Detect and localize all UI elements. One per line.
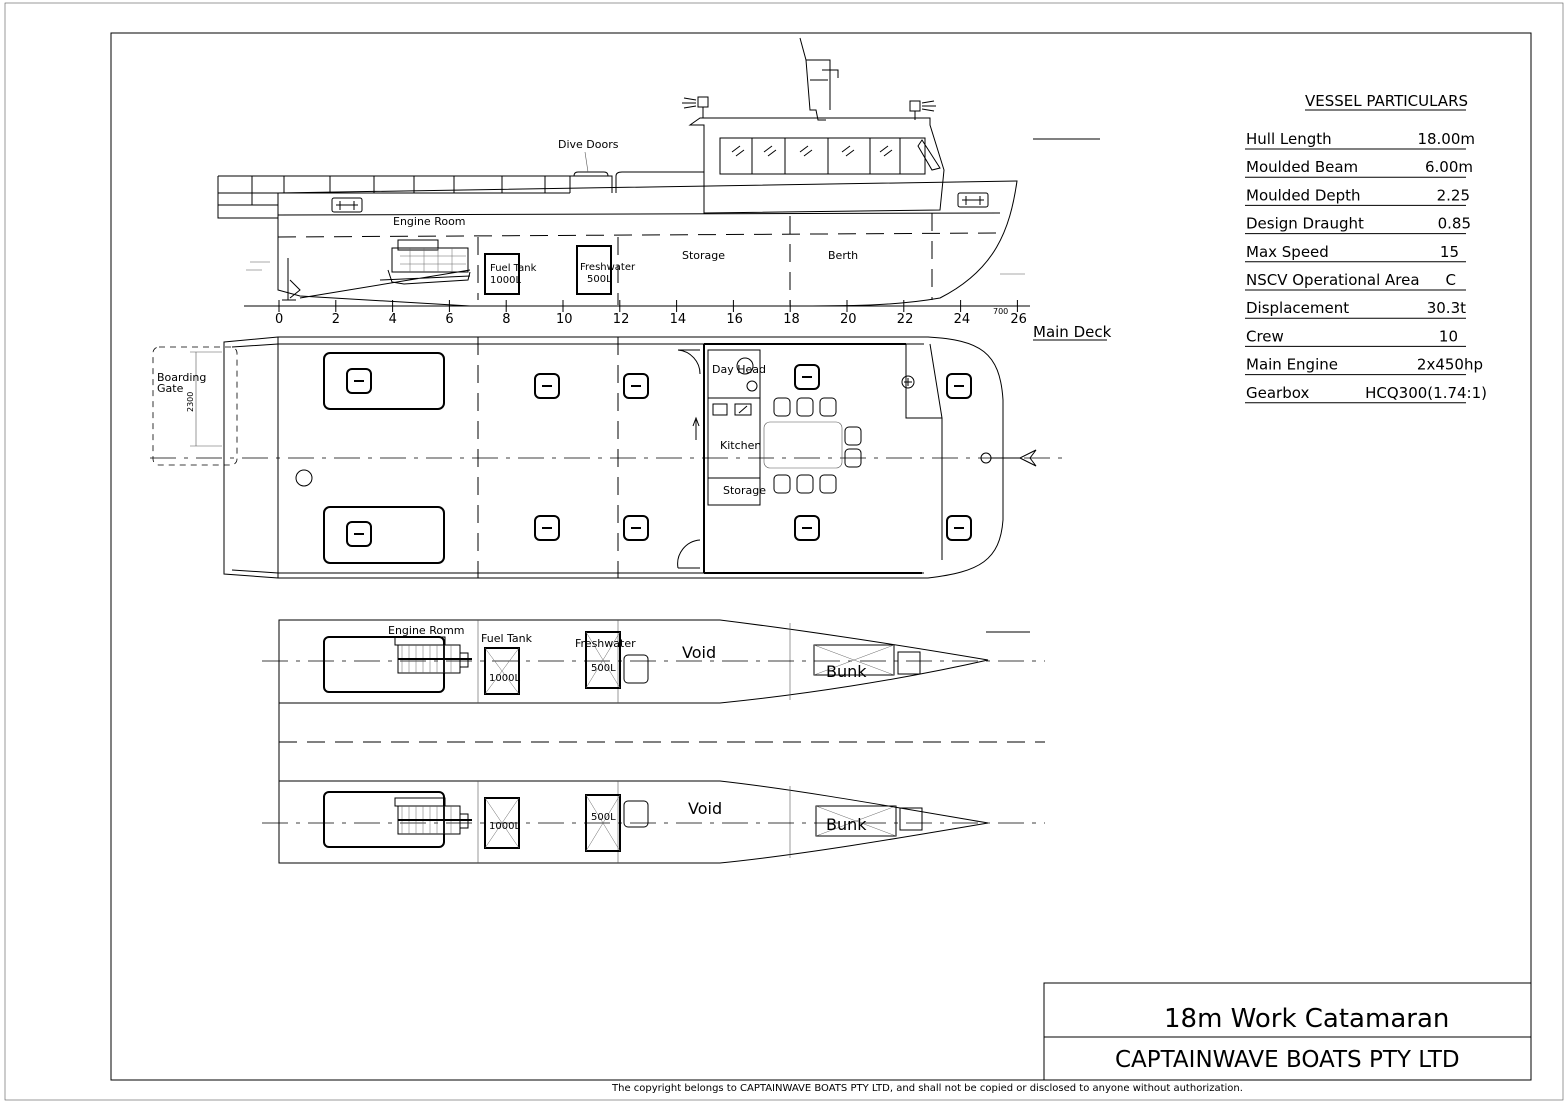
scale-tick-label: 26: [1010, 312, 1027, 327]
main-deck-label: Main Deck: [1033, 323, 1112, 341]
seat-icon: [796, 474, 814, 494]
port-bunk-label: Bunk: [826, 662, 867, 681]
scale-tick-label: 2: [332, 312, 340, 327]
particular-label: Moulded Depth: [1246, 186, 1361, 204]
deck-hatch-icon: [946, 515, 972, 541]
scale-tick-label: 4: [389, 312, 397, 327]
boarding-gate-label-2: Gate: [157, 382, 184, 395]
seat-icon: [773, 474, 791, 494]
deck-hatch-icon: [794, 515, 820, 541]
particular-value: 6.00m: [1425, 158, 1473, 176]
deck-hatch-icon: [946, 373, 972, 399]
seat-icon: [844, 426, 862, 446]
particular-label: Hull Length: [1246, 130, 1332, 148]
main-deck-plan: 2300 Boarding Gate Day Head Kitchen Stor…: [150, 336, 1065, 579]
deck-hatch-icon: [623, 515, 649, 541]
boarding-gate-dim: 2300: [186, 392, 195, 412]
fuel-tank-lower-label: Fuel Tank: [481, 632, 533, 645]
scale-tick-label: 24: [954, 312, 971, 327]
stbd-freshwater-capacity: 500L: [591, 812, 616, 823]
dive-doors-label: Dive Doors: [558, 138, 619, 151]
seat-icon: [844, 448, 862, 468]
particular-value: 15: [1440, 243, 1459, 261]
scale-tick-label: 20: [840, 312, 857, 327]
stbd-void-label: Void: [688, 799, 722, 818]
drawing-border: [110, 32, 1532, 1081]
boarding-gate-label: Boarding: [157, 371, 206, 384]
scale-tick-label: 0: [275, 312, 283, 327]
deck-hatch-icon: [534, 373, 560, 399]
copyright-notice: The copyright belongs to CAPTAINWAVE BOA…: [611, 1083, 1243, 1094]
drawing-title: 18m Work Catamaran: [1164, 1004, 1449, 1034]
fuel-tank-label: Fuel Tank: [490, 263, 537, 274]
engine-romm-label: Engine Romm: [388, 624, 465, 637]
day-head-label: Day Head: [712, 363, 766, 376]
scale-tick-label: 12: [613, 312, 630, 327]
storage-label: Storage: [682, 249, 725, 262]
seat-icon: [796, 397, 814, 417]
storage-deck-label: Storage: [723, 484, 766, 497]
particular-value: C: [1446, 271, 1456, 289]
title-block: 18m Work Catamaran CAPTAINWAVE BOATS PTY…: [1043, 982, 1532, 1081]
particulars-heading: VESSEL PARTICULARS: [1305, 92, 1468, 110]
stbd-bunk-label: Bunk: [826, 815, 867, 834]
scale-tick-label: 8: [502, 312, 510, 327]
scale-tick-label: 16: [726, 312, 743, 327]
scale-tick-label: 18: [783, 312, 800, 327]
dim-700: 700: [993, 307, 1008, 316]
seat-icon: [773, 397, 791, 417]
engine-room-label: Engine Room: [393, 215, 466, 228]
deck-hatch-icon: [346, 521, 372, 547]
particular-label: Design Draught: [1246, 215, 1364, 233]
freshwater-label: Freshwater: [580, 262, 636, 273]
port-fuel-capacity: 1000L: [489, 673, 520, 684]
port-void-label: Void: [682, 643, 716, 662]
particular-label: Crew: [1246, 327, 1284, 345]
particular-label: NSCV Operational Area: [1246, 271, 1420, 289]
freshwater-capacity: 500L: [587, 274, 612, 285]
scale-tick-label: 14: [670, 312, 687, 327]
particular-label: Gearbox: [1246, 384, 1309, 402]
lower-hulls-plan: Engine Romm Fuel Tank Freshwater 1000L 5…: [262, 619, 1045, 864]
deck-hatch-icon: [534, 515, 560, 541]
port-freshwater-capacity: 500L: [591, 663, 616, 674]
berth-label: Berth: [828, 249, 858, 262]
particular-value: 2.25: [1437, 186, 1470, 204]
vessel-particulars-table: VESSEL PARTICULARS Hull Length 18.00mMoul…: [1245, 92, 1487, 404]
deck-hatch-icon: [346, 368, 372, 394]
particular-value: 18.00m: [1417, 130, 1475, 148]
scale-tick-label: 22: [897, 312, 914, 327]
particular-value: 2x450hp: [1417, 356, 1483, 374]
deck-hatch-icon: [623, 373, 649, 399]
seat-icon: [819, 397, 837, 417]
deck-hatch-icon: [794, 364, 820, 390]
kitchen-label: Kitchen: [720, 439, 761, 452]
particular-value: 10: [1439, 327, 1458, 345]
particular-label: Max Speed: [1246, 243, 1329, 261]
stbd-fuel-capacity: 1000L: [489, 821, 520, 832]
seat-icon: [819, 474, 837, 494]
outer-frame: [4, 2, 1564, 1101]
particular-value: 30.3t: [1427, 299, 1466, 317]
particular-value: HCQ300(1.74:1): [1365, 384, 1487, 402]
scale-tick-label: 6: [445, 312, 453, 327]
particular-label: Displacement: [1246, 299, 1349, 317]
profile-view: Dive Doors Engine Room Fuel Tank 1000L F…: [217, 37, 1112, 341]
company-name: CAPTAINWAVE BOATS PTY LTD: [1115, 1047, 1460, 1073]
particular-label: Moulded Beam: [1246, 158, 1358, 176]
particular-value: 0.85: [1438, 215, 1471, 233]
fuel-tank-capacity: 1000L: [490, 275, 521, 286]
particular-label: Main Engine: [1246, 356, 1338, 374]
freshwater-lower-label: Freshwater: [575, 637, 636, 650]
scale-tick-label: 10: [556, 312, 573, 327]
